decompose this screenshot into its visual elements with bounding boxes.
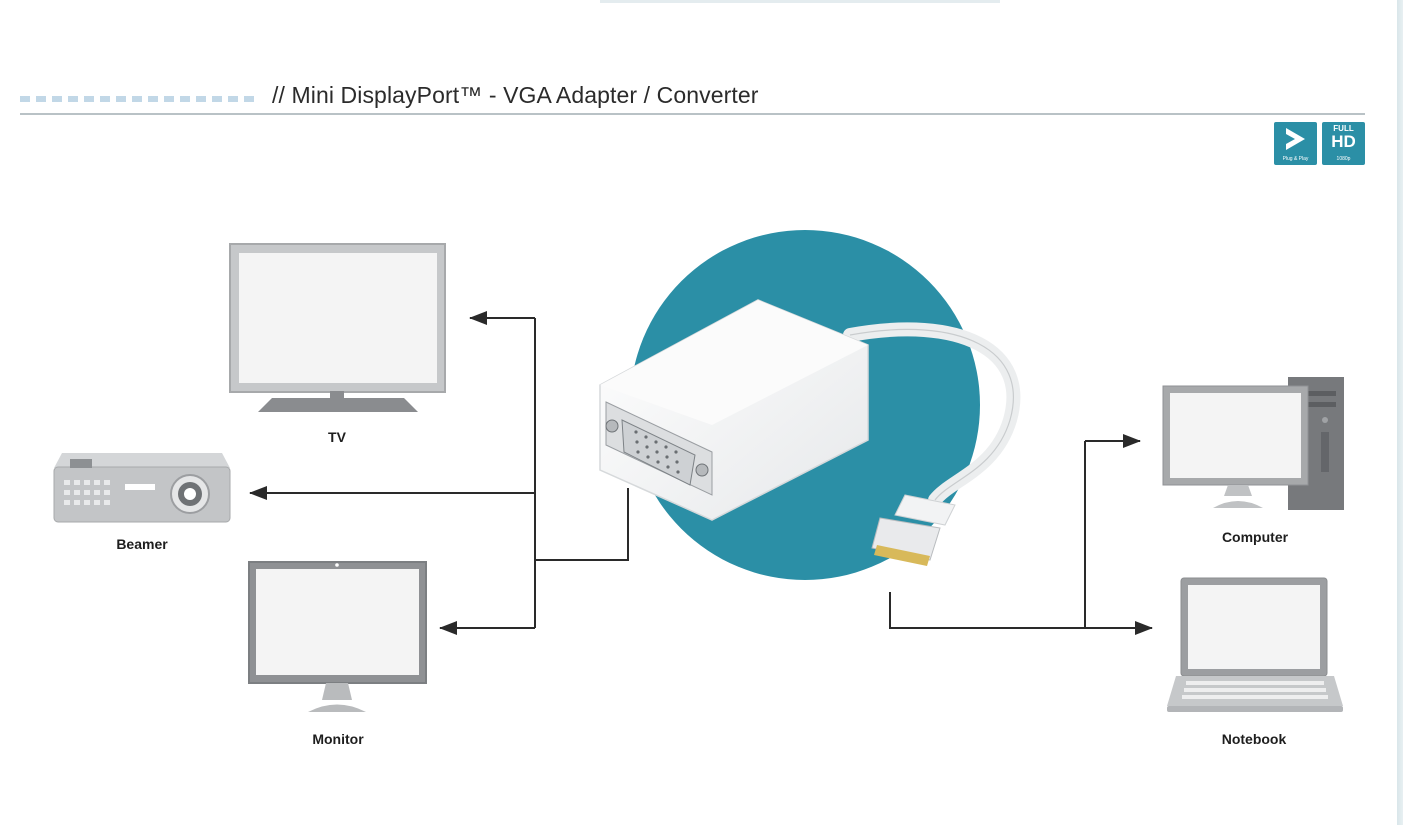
right-edge [1397,0,1403,825]
plug-and-play-badge: Plug & Play [1274,122,1317,165]
left-connector-lines [249,311,629,635]
tv-icon [229,243,446,412]
monitor-label: Monitor [312,731,364,747]
full-hd-top-label: FULL [1333,124,1354,133]
beamer-icon [53,453,231,523]
header-divider [20,113,1365,115]
full-hd-main-label: HD [1331,132,1356,151]
notebook-label: Notebook [1221,731,1287,747]
full-hd-badge: FULL HD 1080p [1322,122,1365,165]
monitor-icon [248,561,427,712]
brand-logo [20,96,256,102]
notebook-icon [1167,577,1343,712]
beamer-label: Beamer [116,536,168,552]
plug-and-play-caption: Plug & Play [1282,156,1309,162]
vga-adapter-image [599,299,1021,566]
right-connector-lines [889,434,1153,635]
header: // Mini DisplayPort™ - VGA Adapter / Con… [20,82,1365,116]
play-arrow-icon [1286,128,1305,150]
mini-displayport-plug [871,494,956,566]
vga-port [605,401,713,496]
computer-icon [1162,377,1344,510]
full-hd-resolution-label: 1080p [1336,156,1351,162]
page-title: // Mini DisplayPort™ - VGA Adapter / Con… [272,82,759,108]
computer-label: Computer [1221,529,1289,545]
tv-label: TV [328,429,346,445]
top-edge [600,0,1000,3]
